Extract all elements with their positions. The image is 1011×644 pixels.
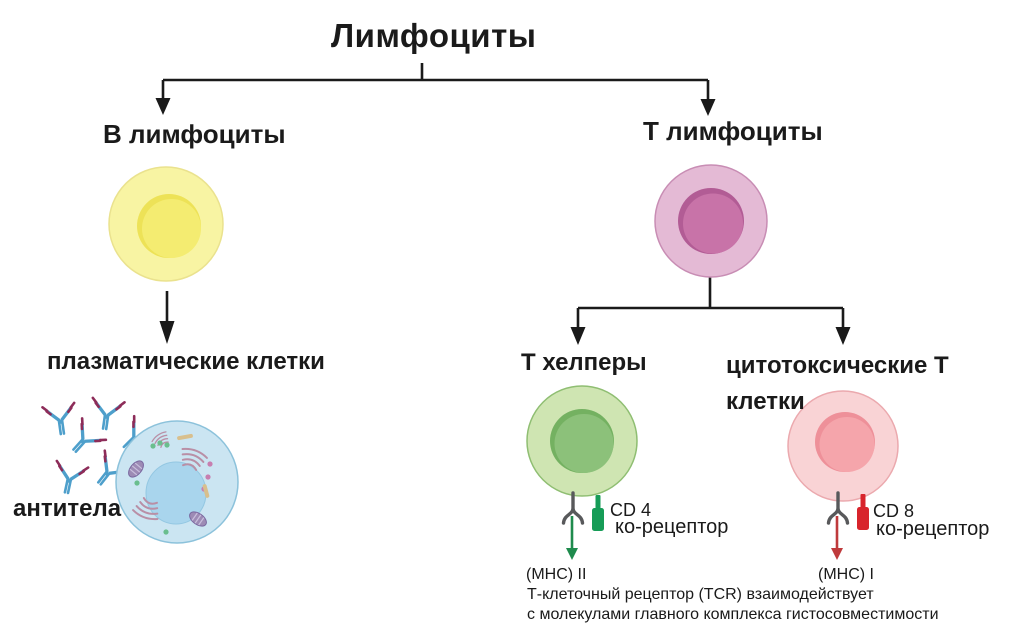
tree-connector-t [576, 277, 845, 329]
t-helpers-label: Т хелперы [521, 349, 647, 376]
mhc1-label: (MHC) I [818, 566, 874, 583]
mhc2-label: (MHC) II [526, 566, 587, 583]
coreceptor-label-cytotoxic: ко-рецептор [876, 518, 990, 540]
arrow-b-to-plasma [159, 291, 175, 344]
cd8-label: CD 8 [873, 501, 915, 521]
arrowhead-to-b [155, 98, 171, 115]
footnote-line2: с молекулами главного комплекса гистосов… [527, 606, 939, 623]
t-lymphocytes-label: Т лимфоциты [643, 116, 823, 146]
coreceptor-label-helper: ко-рецептор [615, 516, 729, 538]
cd8-coreceptor-icon [857, 494, 869, 530]
b-lymphocytes-label: В лимфоциты [103, 119, 286, 149]
plasma-cell [115, 420, 239, 544]
cd4-coreceptor-icon [592, 495, 604, 531]
b-lymphocyte-cell [108, 166, 224, 282]
arrowhead-to-helper [570, 327, 586, 345]
t-lymphocyte-cell [654, 164, 768, 278]
mhc2-arrow [566, 516, 578, 560]
arrowhead-to-t [700, 99, 716, 116]
cytotoxic-t-cell [787, 390, 899, 502]
arrowhead-to-cytotoxic [835, 327, 851, 345]
t-helper-cell [526, 385, 638, 497]
mhc1-arrow [831, 516, 843, 560]
plasma-cells-label: плазматические клетки [47, 348, 325, 375]
footnote-line1: Т-клеточный рецептор (TCR) взаимодейству… [527, 586, 874, 603]
cd4-label: CD 4 [610, 500, 652, 520]
cytotoxic-t-label: цитотоксические Т клетки [726, 352, 949, 415]
tree-connector-top [161, 63, 710, 101]
antibodies-label: антитела [13, 495, 122, 522]
diagram-title: Лимфоциты [331, 17, 537, 54]
